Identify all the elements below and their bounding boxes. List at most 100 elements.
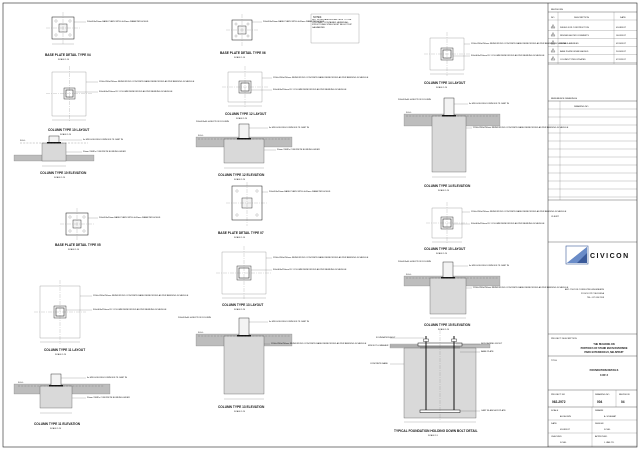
c15-ngl: N.G.L.: [406, 274, 412, 276]
base-plate-detail-04: 200x200x20mm BASE PLATE WITH 4x20mm DIAM…: [45, 12, 149, 61]
c15-base-note: 1200x1200x250mm REINFORCED CONCRETE BASE…: [471, 210, 567, 213]
rev-col-date: DATE: [620, 16, 626, 19]
c15-elev-scale: SCALE 1:20: [438, 328, 450, 331]
company-line-1: ARC CIVICON CONSULTING ENGINEERS: [565, 288, 605, 291]
c15-layout-title: COLUMN TYPE 15 LAYOUT: [424, 247, 465, 251]
info-value: N. NEL: [604, 429, 611, 431]
info-key: DESIGN: [595, 423, 604, 425]
c13-col-note: 300x300x250mm RC COLUMN REINFORCED AS PE…: [273, 268, 347, 271]
c14-base-note: 1200x1200x250mm REINFORCED CONCRETE BASE…: [471, 42, 567, 45]
c14-elev-base-note: 1200x1200x250mm REINFORCED CONCRETE BASE…: [473, 126, 569, 129]
info-value: 01/08/2017: [560, 429, 571, 431]
bolt-label-nut-washer: M20 NUT & WASHER: [368, 344, 389, 347]
column-13-layout: 1200x1200x250mm REINFORCED CONCRETE BASE…: [216, 246, 369, 311]
column-10-layout: 1200x1200x250mm REINFORCED CONCRETE BASE…: [46, 66, 195, 136]
column-15-layout: 1200x1200x250mm REINFORCED CONCRETE BASE…: [424, 202, 567, 255]
column-10-elevation: N.G.L. 4x M20 HOLDING DOWN BOLTS CAST IN…: [13, 135, 126, 179]
c13-elev-base-note: 1200x1200x250mm REINFORCED CONCRETE BASE…: [271, 342, 367, 345]
c14-elev-bolt-note: 4x M20 HOLDING DOWN BOLTS CAST IN: [469, 102, 509, 105]
project-line-2: PORTION 6 OF STAND 983 IN RIVERSIDE: [581, 347, 628, 350]
notes-box: NOTES: NOT WITHSTANDING MATTERS TO THE C…: [310, 13, 360, 44]
revision-date: 02/10/2017: [616, 43, 627, 45]
c11-elev-blind-note: 50mm 15MPa CONCRETE BLINDING LAYER: [87, 396, 130, 399]
c15-elev-bolt-note: 4x M20 HOLDING DOWN BOLTS CAST IN: [469, 264, 509, 267]
info-key: SCALE: [551, 409, 559, 412]
c12-base-note: 1200x1200x250mm REINFORCED CONCRETE BASE…: [273, 76, 369, 79]
drawing-no-label: DRAWING NO: [595, 393, 610, 396]
revision-triangle-icon: [550, 40, 556, 45]
c15-elev-base-note: 1200x1200x250mm REINFORCED CONCRETE BASE…: [473, 286, 569, 289]
c15-elev-title: COLUMN TYPE 15 ELEVATION: [424, 323, 471, 327]
c14-elev-scale: SCALE 1:20: [438, 189, 450, 192]
company-line-3: TEL: 017 634 2208: [587, 297, 605, 299]
revision-date: 20/10/2017: [616, 51, 627, 53]
client-label: CLIENT: [551, 216, 559, 218]
c12-elev-title: COLUMN TYPE 12 ELEVATION: [218, 173, 265, 177]
c12-elev-bolt-note: 4x M20 HOLDING DOWN BOLTS CAST IN: [269, 126, 309, 129]
title-label: TITLE: [551, 360, 557, 362]
c11-elev-scale: SCALE 1:20: [50, 427, 62, 430]
c15-layout-scale: SCALE 1:20: [436, 252, 448, 255]
bp05-scale: SCALE 1:10: [68, 248, 80, 251]
info-key: CHECKED: [551, 436, 562, 438]
c14-col-note: 300x300x250mm RC COLUMN REINFORCED AS PE…: [471, 54, 545, 57]
c13-elev-bolt-note: 4x M20 HOLDING DOWN BOLTS CAST IN: [269, 320, 309, 323]
bp05-title: BASE PLATE DETAIL TYPE 05: [55, 243, 101, 247]
revisions-header: REVISIONS: [551, 9, 563, 11]
bolt-label-foundation-bolt: FOUNDATION BOLT: [376, 336, 396, 339]
c12-col-note: 300x300x250mm RC COLUMN REINFORCED AS PE…: [273, 88, 347, 91]
info-value: AS SHOWN: [560, 415, 571, 418]
c15-steel-col-note: 203x203x46 H-SECTION COLUMN: [398, 261, 431, 263]
bp04-pad-note: 200x200x20mm BASE PLATE WITH 4x20mm DIAM…: [87, 20, 149, 23]
revision-no: A: [552, 25, 554, 28]
project-line-1: THE BUILDING ON: [593, 343, 615, 346]
c11-layout-title: COLUMN TYPE 11 LAYOUT: [44, 348, 85, 352]
ref-drawings-header: REFERENCE DRAWINGS: [551, 97, 578, 100]
c10-layout-title: COLUMN TYPE 10 LAYOUT: [48, 128, 89, 132]
drawing-no: 004: [597, 400, 603, 404]
c14-steel-col-note: 203x203x46 H-SECTION COLUMN: [398, 99, 431, 101]
bp05-pad-note: 200x200x20mm BASE PLATE WITH 4x20mm DIAM…: [99, 216, 161, 219]
revision-description: ISSUED FOR CONSTRUCTION: [560, 27, 589, 29]
civicon-logo: CIVICON: [565, 245, 630, 265]
c14-layout-scale: SCALE 1:20: [436, 86, 448, 89]
logo-text: CIVICON: [590, 253, 630, 260]
bp07-pad-note: 200x200x20mm BASE PLATE WITH 4x20mm DIAM…: [269, 190, 331, 193]
info-value: A. SCHEMAT: [604, 415, 617, 418]
bolt-label-base-plate: BASE PLATE: [481, 350, 494, 353]
c13-elev-scale: SCALE 1:20: [234, 410, 246, 413]
revision-triangle-icon: [550, 32, 556, 37]
c12-layout-title: COLUMN TYPE 12 LAYOUT: [225, 112, 266, 116]
company-line-2: PO BOX 2217 SECUNDA: [581, 292, 605, 295]
c10-ngl: N.G.L.: [20, 140, 26, 142]
revision-description: BASE PLATE DETAILS ADDED: [560, 50, 589, 53]
c10-elev-blind-note: 50mm 15MPa CONCRETE BLINDING LAYER: [83, 150, 126, 153]
bp06-scale: SCALE 1:10: [234, 56, 246, 59]
column-12-layout: 1200x1200x250mm REINFORCED CONCRETE BASE…: [222, 66, 369, 120]
c10-elev-bolt-note: 4x M20 HOLDING DOWN BOLTS CAST IN: [83, 138, 123, 141]
notes-heading: NOTES:: [313, 16, 322, 19]
c10-elev-title: COLUMN TYPE 10 ELEVATION: [40, 171, 87, 175]
bp04-title: BASE PLATE DETAIL TYPE 04: [45, 53, 91, 57]
c11-ngl: N.G.L.: [18, 382, 24, 384]
revision-description: REVISED AS PER COMMENTS: [560, 34, 589, 37]
project-label: PROJECT DESCRIPTION: [551, 338, 577, 340]
ref-col-drawing-no: DRAWING NO: [574, 105, 589, 108]
bolt-label-concrete-base: CONCRETE BASE: [370, 362, 388, 365]
c15-col-note: 300x300x250mm RC COLUMN REINFORCED AS PE…: [471, 222, 545, 225]
info-value: J. VAN ZYL: [604, 441, 615, 444]
revision-triangle-icon: [550, 56, 556, 61]
info-key: APPROVED: [595, 435, 608, 438]
rev-col-no: NO: [551, 17, 555, 19]
c13-ngl: N.G.L.: [198, 332, 204, 334]
c11-base-note: 1200x1200x250mm REINFORCED CONCRETE BASE…: [93, 294, 189, 297]
base-plate-detail-07: 200x200x20mm BASE PLATE WITH 4x20mm DIAM…: [218, 182, 331, 239]
column-14-layout: 1200x1200x250mm REINFORCED CONCRETE BASE…: [424, 32, 567, 89]
